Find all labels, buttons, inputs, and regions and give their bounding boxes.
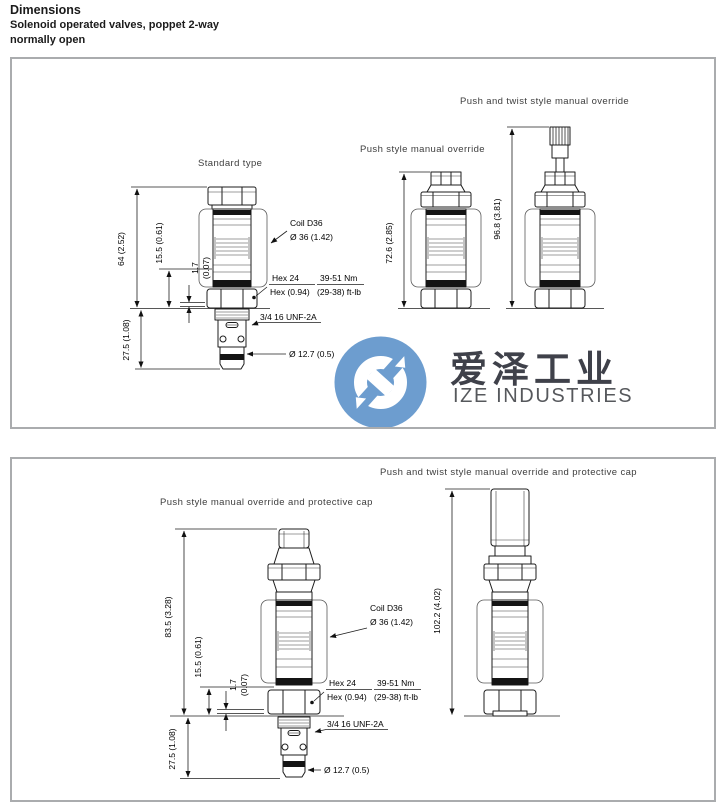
callout-hex-mm: Hex 24 — [272, 273, 299, 283]
dim-label-155: 15.5 (0.61) — [193, 636, 203, 677]
caption-standard: Standard type — [198, 158, 262, 169]
callout-thread: 3/4 16 UNF-2A — [260, 312, 317, 322]
push-twist-valve-drawing — [524, 126, 596, 309]
dim-label-275: 27.5 (1.08) — [167, 728, 177, 769]
figure2-box: Push and twist style manual override and… — [10, 457, 716, 802]
dim-label-275: 27.5 (1.08) — [121, 319, 131, 360]
push-twist-valve-dimensions: 96.8 (3.81) — [492, 126, 604, 309]
callout-coil-line1: Coil D36 — [370, 603, 403, 613]
callout-torque-ftlb: (29-38) ft-lb — [317, 287, 361, 297]
caption-push-cap: Push style manual override and protectiv… — [160, 497, 373, 508]
callout-torque-nm: 39-51 Nm — [320, 273, 357, 283]
dim-label-17: 1.7 — [190, 262, 200, 274]
push-twist-cap-valve-dimensions: 102.2 (4.02) — [432, 488, 560, 717]
figure2-drawing: Push and twist style manual override and… — [160, 467, 637, 779]
push-cap-valve-dimensions: 83.5 (3.28) 15.5 (0.61) 1.7 (0.07) 27.5 … — [163, 528, 344, 779]
logo-english-text: IZE INDUSTRIES — [453, 385, 634, 407]
dim-label-push-twist-total: 96.8 (3.81) — [492, 198, 502, 239]
caption-push-twist-cap: Push and twist style manual override and… — [380, 467, 637, 478]
page-subtitle-line2: normally open — [10, 34, 86, 46]
callout-torque-nm: 39-51 Nm — [377, 678, 414, 688]
callout-hex-in: Hex (0.94) — [270, 287, 310, 297]
callout-hex-in: Hex (0.94) — [327, 692, 367, 702]
dim-label-total-cap: 83.5 (3.28) — [163, 596, 173, 637]
logo-chinese-text: 爱泽工业 — [450, 349, 618, 390]
callout-coil-line2: Ø 36 (1.42) — [370, 617, 413, 627]
figure1-box: Push and twist style manual override Pus… — [10, 57, 716, 429]
push-style-valve-dimensions: 72.6 (2.85) — [384, 171, 490, 309]
callout-tip-diameter: Ø 12.7 (0.5) — [324, 765, 370, 775]
standard-valve-callouts: Coil D36 Ø 36 (1.42) Hex 24 39-51 Nm Hex… — [246, 218, 364, 359]
push-cap-valve-drawing — [260, 528, 328, 778]
ize-logo: 爱泽工业 IZE INDUSTRIES — [333, 335, 673, 435]
dim-label-17-inch: (0.07) — [201, 257, 211, 279]
callout-coil-line1: Coil D36 — [290, 218, 323, 228]
page-subtitle-line1: Solenoid operated valves, poppet 2-way — [10, 19, 220, 31]
callout-torque-ftlb: (29-38) ft-lb — [374, 692, 418, 702]
dim-label-17: 1.7 — [228, 679, 238, 691]
standard-valve-dimensions: 64 (2.52) 15.5 (0.61) 1.7 (0.07) 27.5 (1… — [116, 186, 270, 370]
caption-push: Push style manual override — [360, 144, 485, 155]
hex-callout-dot — [252, 295, 256, 300]
dim-label-push-total: 72.6 (2.85) — [384, 222, 394, 263]
page-title: Dimensions — [10, 3, 81, 17]
standard-valve-drawing — [198, 186, 268, 370]
callout-tip-diameter: Ø 12.7 (0.5) — [289, 349, 335, 359]
callout-hex-mm: Hex 24 — [329, 678, 356, 688]
dim-label-push-twist-cap-total: 102.2 (4.02) — [432, 588, 442, 634]
callout-thread: 3/4 16 UNF-2A — [327, 719, 384, 729]
dim-label-17-inch: (0.07) — [239, 674, 249, 696]
callout-coil-line2: Ø 36 (1.42) — [290, 232, 333, 242]
figure1-drawing: Push and twist style manual override Pus… — [116, 96, 629, 370]
caption-push-twist: Push and twist style manual override — [460, 96, 629, 107]
hex-callout-dot — [310, 700, 314, 705]
dim-label-155: 15.5 (0.61) — [154, 222, 164, 263]
ize-logo-icon — [334, 336, 427, 429]
dim-label-total-standard: 64 (2.52) — [116, 232, 126, 266]
push-twist-cap-valve-drawing — [476, 488, 544, 717]
push-style-valve-drawing — [410, 171, 482, 309]
push-cap-valve-callouts: Coil D36 Ø 36 (1.42) Hex 24 39-51 Nm Hex… — [307, 603, 421, 775]
